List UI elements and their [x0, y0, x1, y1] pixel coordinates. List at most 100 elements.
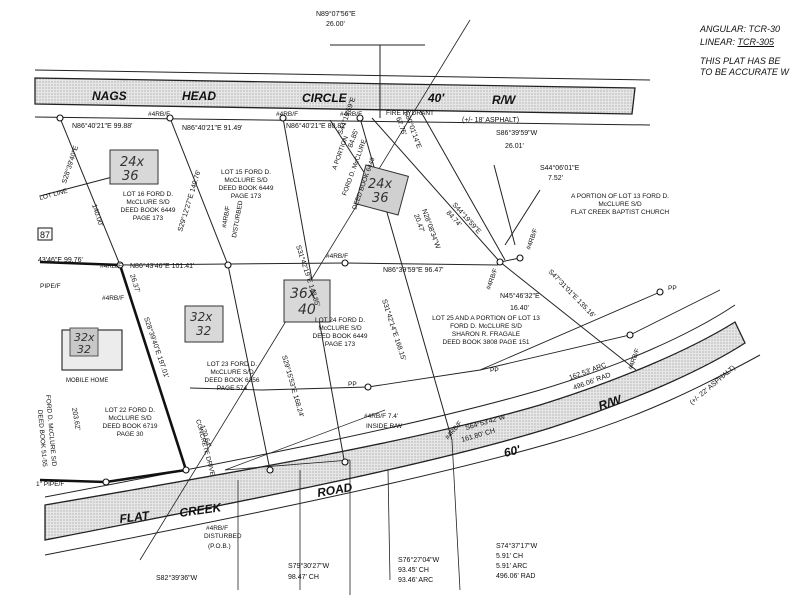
lot16-line4: PAGE 173 [133, 215, 164, 222]
church-line3: FLAT CREEK BAPTIST CHURCH [571, 209, 670, 216]
survey-pins [56, 114, 664, 486]
iron-pin-marker [516, 254, 524, 262]
iron-pin-label: #4RB/F [326, 253, 348, 260]
reference-number: 87 [40, 230, 50, 240]
distance: 26.01' [505, 143, 524, 150]
iron-pin-marker [166, 114, 174, 122]
building-dim-top: 24x [368, 177, 393, 192]
lot24-line4: PAGE 173 [325, 341, 356, 348]
lot23-line1: LOT 23 FORD D. [207, 361, 257, 368]
distance: 140.00' [90, 203, 104, 227]
iron-pin-marker [341, 458, 349, 466]
lot15-line2: McCLURE S/D [224, 177, 268, 184]
nags-rw-north [34, 69, 651, 81]
flat-rw-north [44, 304, 736, 498]
reference-box [37, 227, 53, 241]
lot25-line2: FORD D. McCLURE S/D [450, 323, 522, 330]
bearing: N45°46'32"E [500, 292, 540, 300]
lot24-line1: LOT 24 FORD D. [315, 317, 365, 324]
pipe-label: 1" PIPE/F [36, 481, 64, 488]
lot23-line3: DEED BOOK 6256 [205, 377, 260, 384]
course-4-arc: 5.91' ARC [496, 563, 527, 570]
course-3-chord: 93.45' CH [398, 567, 429, 574]
road-label-road: ROAD [316, 480, 354, 500]
course-2-bearing: S79°30'27"W [288, 562, 330, 570]
nags-head-circle-road [34, 77, 636, 115]
iron-pin-label: #4RB/F [221, 205, 232, 228]
distance: 203.62' [70, 407, 81, 431]
asphalt-note: (+/- 18' ASPHALT) [462, 117, 519, 124]
bearing: S29°15'53"E 168.24' [280, 354, 305, 418]
vertical-subdivision-2: DEED BOOK 51-55 [36, 410, 48, 468]
lot25-line4: DEED BOOK 3808 PAGE 151 [443, 339, 530, 346]
building-outline [69, 327, 99, 357]
lot-line-label: LOT LINE [39, 188, 69, 202]
iron-pin-label: #4RB/F [525, 228, 539, 251]
power-pole-label: PP [490, 367, 499, 374]
linear-prefix: LINEAR: [700, 37, 736, 47]
bearing: S44°06'01"E [540, 164, 580, 172]
bearing: N86°40'21"E 91.49' [182, 124, 243, 132]
iron-pin-marker [266, 466, 274, 474]
mobile-home-label: MOBILE HOME [66, 378, 108, 384]
lot22-line1: LOT 22 FORD D. [105, 407, 155, 414]
power-pole-label: PP [668, 285, 677, 292]
linear-note: LINEAR: TCR-305 [700, 37, 774, 47]
course-3-arc: 93.46' ARC [398, 577, 433, 584]
iron-pin-label: #4RB/F [100, 263, 122, 270]
building-outline [283, 279, 331, 323]
lot24-line2: McCLURE S/D [318, 325, 362, 332]
flat-creek-road [44, 321, 746, 541]
iron-pin-inside-rw: #4RB/F 7.4' [364, 413, 398, 420]
inside-rw-label: INSIDE R/W [366, 423, 403, 430]
iron-pin-label: #4RB/F [102, 295, 124, 302]
lot23-line2: McCLURE S/D [210, 369, 254, 376]
iron-pin-marker [656, 288, 664, 296]
iron-pin-marker [279, 114, 287, 122]
distance: 26.37' [128, 273, 140, 293]
lot15-line1: LOT 15 FORD D. [221, 169, 271, 176]
building-lot15: 24x 36 [354, 164, 410, 216]
road-width-label: 40' [427, 91, 445, 105]
lot-labels: LOT 16 FORD D. McCLURE S/D DEED BOOK 644… [103, 169, 670, 438]
iron-pin-label: #4RB/F [340, 111, 362, 118]
bearing: N86°43'46"E 101.41' [130, 262, 194, 270]
course-4-radius: 496.06' RAD [496, 573, 535, 580]
building-outline [354, 164, 410, 216]
bearing: S28°39'40"E [60, 144, 80, 184]
building-dim-top: 24x [120, 155, 145, 170]
iron-pin-label: #4RB/F [148, 111, 170, 118]
portion-label: A PORTION [331, 135, 350, 171]
mobile-home: 32x 32 MOBILE HOME [61, 327, 123, 384]
building-lot24: 36x 40 [283, 279, 331, 323]
building-dim-top: 32x [74, 331, 95, 344]
lot16-line1: LOT 16 FORD D. [123, 191, 173, 198]
nags-head-circle-labels: NAGS HEAD CIRCLE 40' R/W (+/- 18' ASPHAL… [92, 89, 519, 124]
lot25-line1: LOT 25 AND A PORTION OF LOT 13 [432, 315, 540, 322]
iron-pin-marker [356, 114, 364, 122]
power-line [189, 289, 721, 391]
building-dim-bottom: 40 [298, 302, 316, 318]
bearing: 43'46"E 99.76' [38, 257, 83, 264]
pipe-label: PIPE/F [40, 283, 61, 290]
church-line1: A PORTION OF LOT 13 FORD D. [571, 193, 669, 200]
bearing: S29°12'27"E 140.76' [176, 169, 202, 233]
building-lot23: 32x 32 [184, 305, 224, 343]
bearing: N86°40'21"E 99.88' [72, 122, 133, 130]
bearing: S47°31'01"E 135.16' [547, 268, 597, 320]
course-4-bearing: S74°37'17"W [496, 542, 538, 550]
iron-pin-marker [341, 259, 349, 267]
road-label-nags: NAGS [92, 89, 127, 103]
road-label-creek: CREEK [178, 500, 223, 520]
bearing: N86°40'21"E 80.82' [286, 122, 347, 130]
pob-pin-label: #4RB/F [206, 525, 228, 532]
lot25-line3: SHARON R. FRAGALE [452, 331, 521, 338]
fire-hydrant-label: FIRE HYDRANT [386, 110, 434, 117]
distance: 26.00' [326, 21, 345, 28]
iron-pin-label: #4RB/F [485, 268, 499, 291]
church-line2: McCLURE S/D [598, 201, 642, 208]
disturbed-label: DISTURBED [231, 200, 244, 239]
building-dim-bottom: 32 [77, 343, 91, 356]
iron-pin-marker [626, 331, 634, 339]
